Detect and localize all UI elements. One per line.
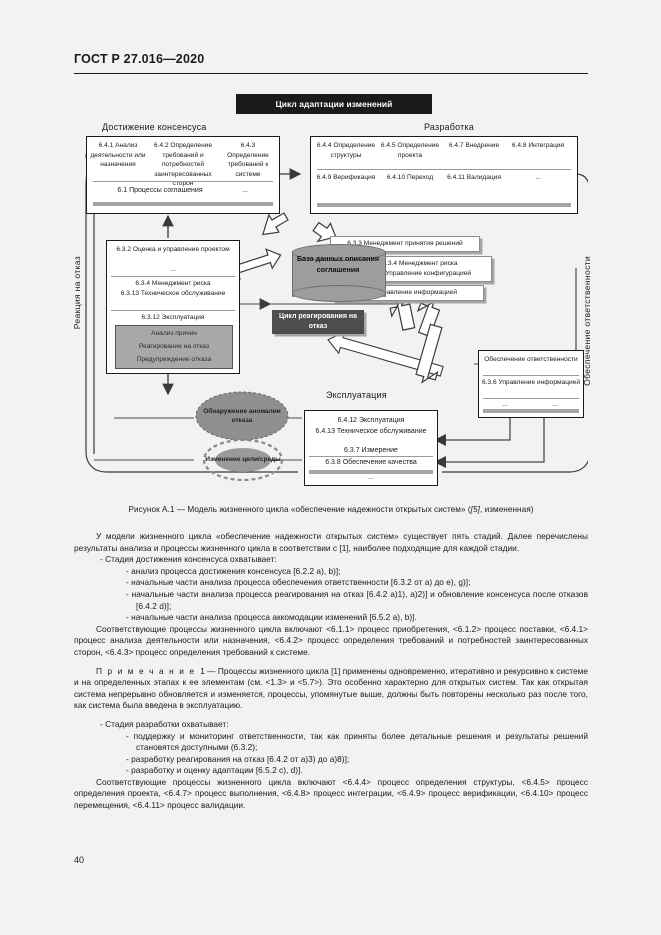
boxc-line-634: 6.3.4 Менеджмент риска xyxy=(135,280,211,287)
box-accountability: Обеспечение ответственности 6.3.6 Управл… xyxy=(478,350,584,418)
burst-environment-label: Изменение цели/среды xyxy=(205,456,281,464)
figure-caption-pre: Рисунок А.1 — Модель жизненного цикла «о… xyxy=(128,505,471,514)
database-cylinder: База данных описания соглашения xyxy=(292,244,386,302)
bullet-consensus-d: - начальные части анализа процесса акком… xyxy=(126,612,417,623)
column-caption-consensus: Достижение консенсуса xyxy=(102,122,207,132)
bullet-consensus-stage: - Стадия достижения консенсуса охватывае… xyxy=(100,554,277,565)
boxe-divider-1 xyxy=(483,375,579,377)
bullet-development-c: - разработку и оценку адаптации [6.5.2 c… xyxy=(126,765,303,776)
figure-a1: Цикл адаптации изменений Достижение конс… xyxy=(72,88,592,498)
bullet-consensus-a: - анализ процесса достижения консенсуса … xyxy=(126,565,341,576)
database-label: База данных описания соглашения xyxy=(296,254,380,274)
boxd-line-637: 6.3.7 Измерение xyxy=(344,447,398,454)
boxe-divider-2 xyxy=(483,398,579,400)
boxb-cell-648: 6.4.8 Интеграция xyxy=(511,142,565,149)
boxe-line-636: 6.3.6 Управление информацией xyxy=(481,379,581,386)
boxc-subpanel: Анализ причин Реагирование на отказ Пред… xyxy=(115,325,233,369)
boxe-title: Обеспечение ответственности xyxy=(484,356,578,363)
paragraph-development-processes: Соответствующие процессы жизненного цикл… xyxy=(74,776,588,811)
bullet-development-b: - разработку реагирования на отказ [6.4.… xyxy=(126,753,350,764)
box-consensus: 6.4.1 Анализ деятель­ности или назначе­н… xyxy=(86,136,280,214)
boxc-line-632: 6.3.2 Оценка и управление проектом xyxy=(116,246,230,253)
boxd-line-6412: 6.4.12 Эксплуатация xyxy=(337,417,405,424)
box-exploitation: 6.4.12 Эксплуатация 6.4.13 Техническое о… xyxy=(304,410,438,486)
boxb-cell-6411: 6.4.11 Валидация xyxy=(447,174,501,181)
paragraph-intro: У модели жизненного цикла «обеспечение н… xyxy=(74,531,588,553)
burst-anomaly-detection: Обнаружение аномалии отказа xyxy=(194,390,290,442)
bullet-development-stage: - Стадия разработки охватывает: xyxy=(100,718,229,729)
column-caption-exploitation: Эксплуатация xyxy=(326,390,387,400)
boxb-cell-644: 6.4.4 Определение структуры xyxy=(316,142,376,159)
figure-caption: Рисунок А.1 — Модель жизненного цикла «о… xyxy=(74,505,588,514)
note-text: 1 — Процессы жизненного цикла [1] примен… xyxy=(74,665,588,711)
boxc-divider-1 xyxy=(111,276,235,278)
boxb-divider-1 xyxy=(317,169,571,171)
side-caption-failure-reaction: Реакция на отказ xyxy=(72,256,82,330)
page-number: 40 xyxy=(74,855,85,865)
bullet-consensus-c: - начальные части анализа процесса реаги… xyxy=(126,588,588,611)
box-development: 6.4.4 Определение структуры 6.4.5 Опреде… xyxy=(310,136,578,214)
page-header-standard: ГОСТ Р 27.016—2020 xyxy=(74,52,205,66)
boxa-cell-641: 6.4.1 Анализ деятель­ности или назначе­н… xyxy=(90,142,146,169)
cycle-title-bar: Цикл адаптации изменений xyxy=(236,94,432,114)
boxa-bottom-bar xyxy=(93,202,273,206)
header-rule xyxy=(74,73,588,74)
boxb-dots: ... xyxy=(535,174,541,181)
boxc-panel-response: Реагирование на отказ xyxy=(138,343,210,350)
bullet-consensus-b: - начальные части анализа процесса обесп… xyxy=(126,577,471,588)
boxc-panel-cause: Анализ причин xyxy=(151,330,197,337)
boxa-agreement-processes: 6.1 Процессы соглашения xyxy=(117,187,203,194)
boxa-cell-642: 6.4.2 Определение требований и потребнос… xyxy=(153,142,213,188)
boxd-dots: ... xyxy=(368,474,374,481)
boxb-cell-647: 6.4.7 Внедрение xyxy=(448,142,500,149)
boxd-divider-1 xyxy=(309,456,433,458)
burst-anomaly-label: Обнаружение аномалии отказа xyxy=(203,407,281,424)
boxc-panel-prevention: Предупреждение отказа xyxy=(136,356,212,363)
boxb-cell-645: 6.4.5 Определение проекта xyxy=(380,142,440,159)
paragraph-note-1: П р и м е ч а н и е 1 — Процессы жизненн… xyxy=(74,666,588,712)
paragraph-consensus-processes: Соответствующие процессы жизненного цикл… xyxy=(74,623,588,657)
figure-caption-ref: [5] xyxy=(470,505,480,514)
boxc-divider-2 xyxy=(111,310,235,312)
boxa-dots: ... xyxy=(242,187,248,194)
boxe-dots-right: ... xyxy=(552,401,558,408)
boxe-bar xyxy=(483,409,579,413)
boxc-line-6312: 6.3.12 Эксплуатация xyxy=(141,314,205,321)
boxc-line-6313: 6.3.13 Техническое обслуживание xyxy=(120,290,226,297)
body-text: У модели жизненного цикла «обеспечение н… xyxy=(74,524,588,812)
column-caption-development: Разработка xyxy=(424,122,474,132)
boxd-line-6413: 6.4.13 Техническое обслуживание xyxy=(315,428,427,435)
box-failure-reaction: 6.3.2 Оценка и управление проектом ... 6… xyxy=(106,240,240,374)
bullet-development-a: - поддержку и мониторинг ответственности… xyxy=(126,730,588,753)
note-label: П р и м е ч а н и е xyxy=(96,665,196,676)
figure-caption-post: , измененная) xyxy=(479,505,534,514)
boxb-bottom-bar xyxy=(317,203,571,207)
boxb-cell-6410: 6.4.10 Переход xyxy=(386,174,434,181)
boxd-bar xyxy=(309,470,433,474)
label-failure-response-cycle: Цикл реагирования на отказ xyxy=(272,310,364,334)
boxa-divider-1 xyxy=(93,181,273,183)
boxb-cell-649: 6.4.9 Верификация xyxy=(316,174,376,181)
burst-environment-change: Изменение цели/среды xyxy=(202,438,284,482)
boxd-line-638: 6.3.8 Обеспечение качества xyxy=(325,459,417,466)
boxc-dots: ... xyxy=(170,266,176,273)
boxa-cell-643: 6.4.3 Определение требований к системе xyxy=(227,142,269,178)
boxe-dots-left: ... xyxy=(502,401,508,408)
